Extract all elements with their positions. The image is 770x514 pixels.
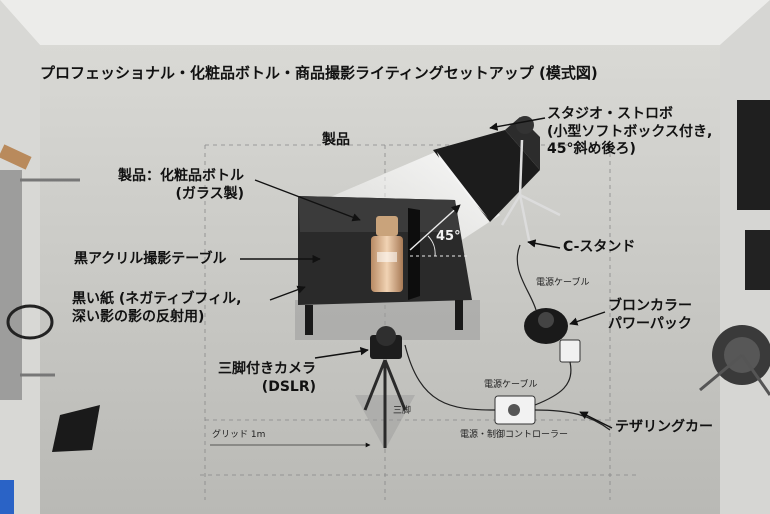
paper-label-line2: 深い影の影の反射用) <box>72 308 205 325</box>
strobe-label: スタジオ・ストロボ (小型ソフトボックス付き, 45°斜め後ろ) <box>547 106 712 159</box>
strobe-label-line2: (小型ソフトボックス付き, <box>547 123 713 140</box>
angle-ray <box>409 204 461 251</box>
grid-label: グリッド 1m <box>212 430 266 440</box>
paper-label-line1: 黒い紙 (ネガティブフィル, <box>72 291 242 307</box>
product-label-line1: 製品：化粧品ボトル <box>118 168 244 184</box>
power-pack-label-line1: ブロンカラー <box>608 298 692 314</box>
c-stand <box>500 139 561 246</box>
tripod-label: 三脚 <box>393 406 412 416</box>
broncolor-power-pack <box>524 308 581 363</box>
camera-label-line1: 三脚付きカメラ <box>218 361 316 377</box>
product-top-label: 製品 <box>322 132 350 148</box>
diagram-title: プロフェッショナル・化粧品ボトル・商品撮影ライティングセットアップ (模式図) <box>40 64 598 82</box>
camera-label: 三脚付きカメラ (DSLR) <box>218 361 316 396</box>
table-label: 黒アクリル撮影テーブル <box>74 251 227 267</box>
power-cable-top-label: 電源ケーブル <box>536 278 590 288</box>
strobe-label-line1: スタジオ・ストロボ <box>547 106 673 122</box>
left-props <box>0 144 100 514</box>
product-label: 製品：化粧品ボトル (ガラス製) <box>118 168 244 203</box>
power-cable-mid-label: 電源ケーブル <box>484 380 538 390</box>
product-label-line2: (ガラス製) <box>175 185 244 202</box>
power-pack-label: ブロンカラー パワーパック <box>608 298 692 333</box>
cosmetic-bottle <box>371 216 403 292</box>
paper-label: 黒い紙 (ネガティブフィル, 深い影の影の反射用) <box>72 291 241 326</box>
right-props <box>699 100 770 396</box>
angle-arc <box>427 235 436 257</box>
camera-tripod <box>355 326 415 450</box>
camera-label-line2: (DSLR) <box>261 378 316 395</box>
power-controller <box>494 395 536 425</box>
angle-label: 45° <box>436 229 461 244</box>
pointer-lines <box>240 117 613 429</box>
cables <box>404 244 611 431</box>
back-wall <box>0 0 770 45</box>
c-stand-label: C-スタンド <box>563 239 636 255</box>
black-paper-card <box>408 208 420 300</box>
controller-label: 電源・制御コントローラー <box>460 430 569 440</box>
strobe-label-line3: 45°斜め後ろ) <box>547 141 636 157</box>
tethering-label: テザリングカー <box>615 419 713 435</box>
power-pack-label-line2: パワーパック <box>608 315 692 332</box>
